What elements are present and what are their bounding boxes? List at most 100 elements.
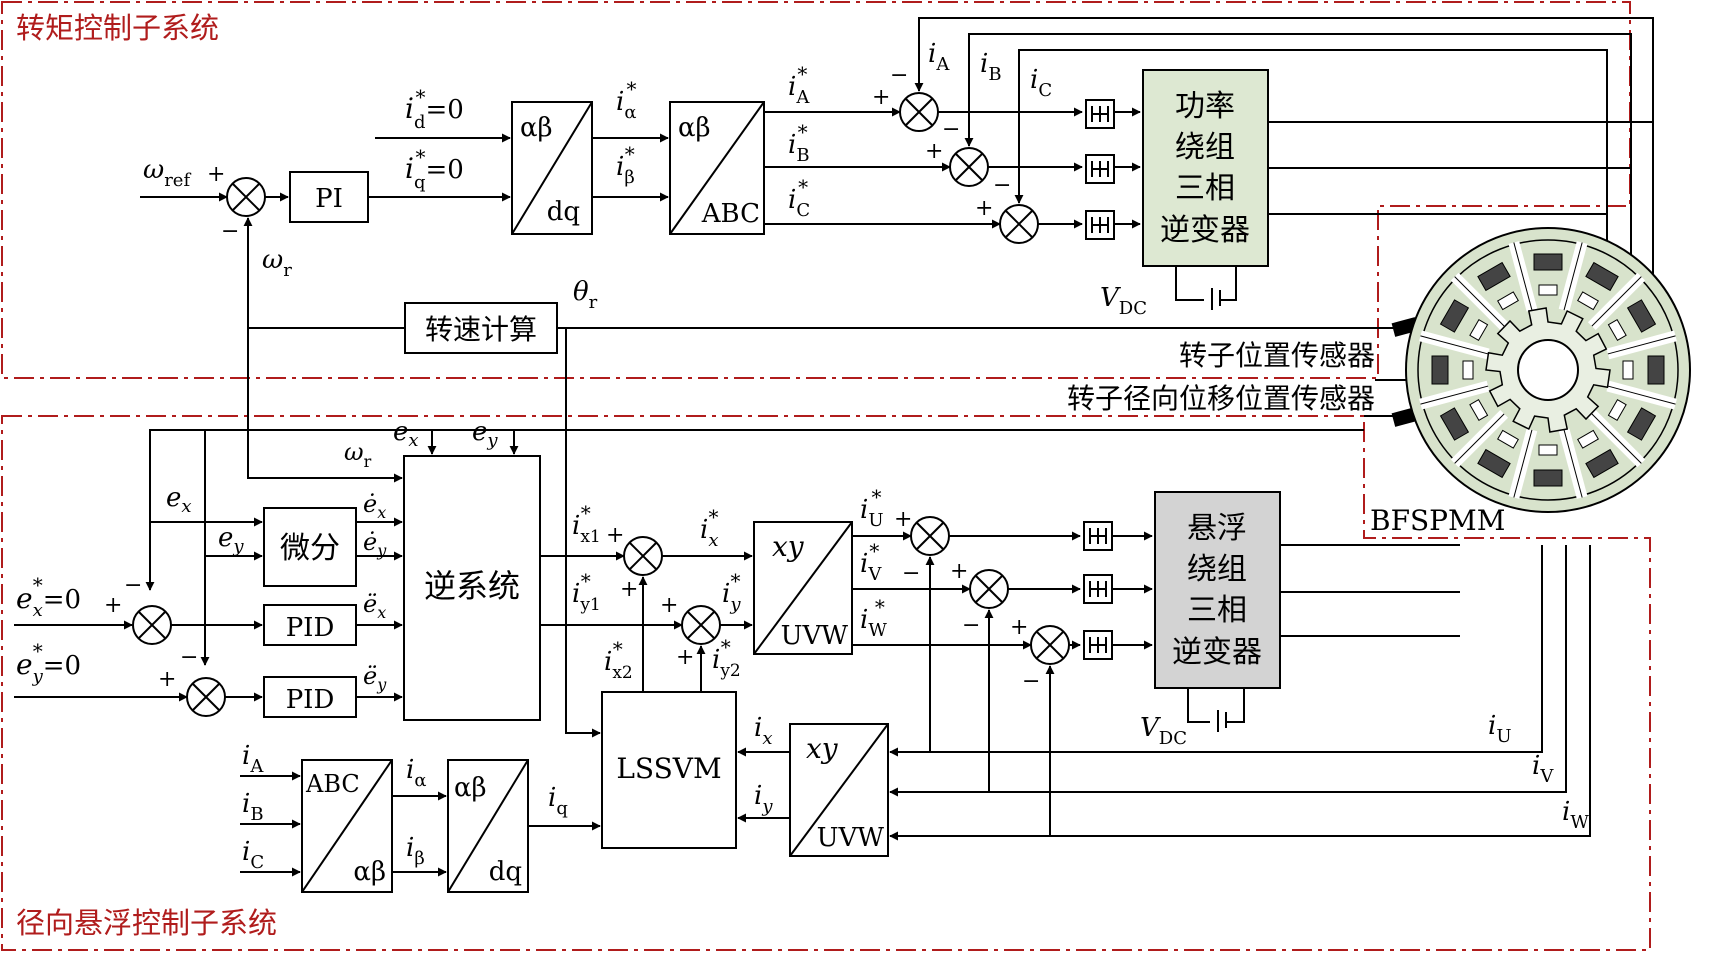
stator-coil bbox=[1585, 261, 1619, 292]
vdc-source-torque bbox=[1175, 266, 1237, 310]
rotor-position-sensor-label: 转子位置传感器 bbox=[1179, 339, 1375, 372]
iq-ref-label: iq*=0 bbox=[405, 145, 464, 193]
svg-text:悬浮: 悬浮 bbox=[1187, 511, 1247, 546]
omega-ref-label: ωref bbox=[143, 155, 191, 191]
rotor-displacement-sensor-label: 转子径向位移位置传感器 bbox=[1067, 382, 1375, 415]
svg-text:逆变器: 逆变器 bbox=[1172, 635, 1262, 670]
iC-in: iC bbox=[242, 837, 264, 873]
svg-text:+: + bbox=[158, 667, 176, 692]
ix1-ref: ix1* bbox=[572, 501, 601, 547]
torque-region-border bbox=[1, 1, 1631, 379]
pi-label: PI bbox=[315, 184, 343, 214]
sum-junction-B bbox=[949, 147, 989, 187]
iq-fb: iq bbox=[548, 783, 568, 819]
iy1-ref: iy1* bbox=[572, 569, 601, 615]
sum-junction-speed bbox=[226, 177, 266, 217]
hysteresis-V bbox=[1083, 574, 1113, 604]
svg-text:绕组: 绕组 bbox=[1175, 130, 1235, 165]
inverse-system-block bbox=[403, 455, 541, 721]
stator-coil bbox=[1439, 299, 1470, 333]
svg-text:−: − bbox=[1022, 669, 1040, 694]
sum-junction-W bbox=[1030, 625, 1070, 665]
sum-junction-ey bbox=[186, 677, 226, 717]
stator-coil bbox=[1477, 261, 1511, 292]
svg-text:三相: 三相 bbox=[1175, 171, 1235, 206]
iA-fb: iA bbox=[928, 39, 950, 75]
suspension-inverter-block bbox=[1154, 491, 1281, 689]
stator-coil bbox=[1477, 448, 1511, 479]
svg-text:转速计算: 转速计算 bbox=[425, 313, 537, 346]
omega-r-inv-label: ωr bbox=[344, 438, 372, 471]
stator-coil bbox=[1439, 407, 1470, 441]
svg-text:αβ: αβ bbox=[353, 857, 386, 887]
svg-text:UVW: UVW bbox=[817, 823, 885, 853]
sum-junction-V bbox=[969, 569, 1009, 609]
svg-text:αβ: αβ bbox=[454, 773, 487, 803]
svg-text:UVW: UVW bbox=[781, 621, 849, 651]
iC-ref: iC* bbox=[788, 175, 810, 221]
svg-text:xy: xy bbox=[806, 732, 839, 765]
svg-text:−: − bbox=[124, 573, 142, 598]
svg-text:−: − bbox=[902, 561, 920, 586]
svg-text:微分: 微分 bbox=[280, 531, 340, 566]
pid-block-x bbox=[263, 604, 357, 646]
shaft bbox=[1517, 339, 1579, 401]
hysteresis-C bbox=[1085, 210, 1115, 240]
iy2-ref: iy2* bbox=[712, 635, 741, 681]
svg-text:αβ: αβ bbox=[678, 113, 711, 143]
svg-text:−: − bbox=[942, 117, 960, 142]
transform-abc-ab-2: ABC αβ bbox=[301, 759, 393, 893]
svg-text:+: + bbox=[1010, 615, 1028, 640]
stator-coil bbox=[1533, 253, 1563, 271]
svg-text:功率: 功率 bbox=[1175, 89, 1235, 124]
power-inverter-block bbox=[1142, 69, 1269, 267]
ex-label: ex bbox=[166, 483, 192, 517]
lssvm-block bbox=[601, 691, 737, 849]
transform-ab-dq-2: αβ dq bbox=[447, 759, 529, 893]
hysteresis-U bbox=[1083, 521, 1113, 551]
svg-text:−: − bbox=[890, 63, 908, 88]
svg-text:+: + bbox=[676, 645, 694, 670]
speed-calc-block bbox=[404, 302, 558, 354]
sum-junction-A bbox=[899, 92, 939, 132]
sum-junction-ex bbox=[132, 605, 172, 645]
ex-in: ex bbox=[393, 417, 419, 451]
svg-text:ABC: ABC bbox=[305, 770, 360, 798]
iB-fb: iB bbox=[980, 49, 1002, 85]
svg-text:三相: 三相 bbox=[1187, 593, 1247, 628]
svg-text:LSSVM: LSSVM bbox=[616, 752, 721, 785]
iB-in: iB bbox=[242, 789, 264, 825]
omega-r-label: ωr bbox=[262, 245, 292, 281]
iA-in: iA bbox=[242, 741, 264, 777]
sum-junction-C bbox=[999, 204, 1039, 244]
svg-text:dq: dq bbox=[489, 857, 522, 887]
iU-ref: iU* bbox=[860, 485, 884, 531]
transform-uvw-xy-2: xy UVW bbox=[789, 723, 889, 857]
transform-ab-abc: αβ ABC bbox=[669, 101, 765, 235]
svg-text:−: − bbox=[962, 613, 980, 638]
motor-cross-section bbox=[1405, 227, 1691, 513]
diff-block bbox=[263, 507, 357, 587]
svg-text:dq: dq bbox=[547, 197, 580, 227]
ey-ref-label: ey*=0 bbox=[16, 639, 81, 687]
svg-text:+: + bbox=[925, 139, 943, 164]
svg-text:+: + bbox=[606, 523, 624, 548]
vdc-source-susp bbox=[1187, 688, 1245, 732]
svg-text:ABC: ABC bbox=[701, 199, 760, 229]
vdc-label-susp: VDC bbox=[1140, 713, 1187, 749]
iV-ref: iV* bbox=[860, 539, 882, 585]
ibeta-ref: iβ* bbox=[616, 142, 635, 188]
pid-block-y bbox=[263, 676, 357, 718]
stator-coil bbox=[1626, 407, 1657, 441]
id-ref-label: id*=0 bbox=[405, 85, 464, 133]
iU-fb: iU bbox=[1488, 711, 1512, 747]
ex-dot: ėx bbox=[363, 490, 386, 522]
svg-text:+: + bbox=[104, 593, 122, 618]
svg-text:+: + bbox=[620, 577, 638, 602]
stator-coil bbox=[1533, 469, 1563, 487]
ialpha-fb: iα bbox=[406, 755, 426, 791]
sum-junction-iy bbox=[681, 605, 721, 645]
ix-fb: ix bbox=[754, 713, 772, 749]
svg-text:PID: PID bbox=[286, 685, 335, 715]
